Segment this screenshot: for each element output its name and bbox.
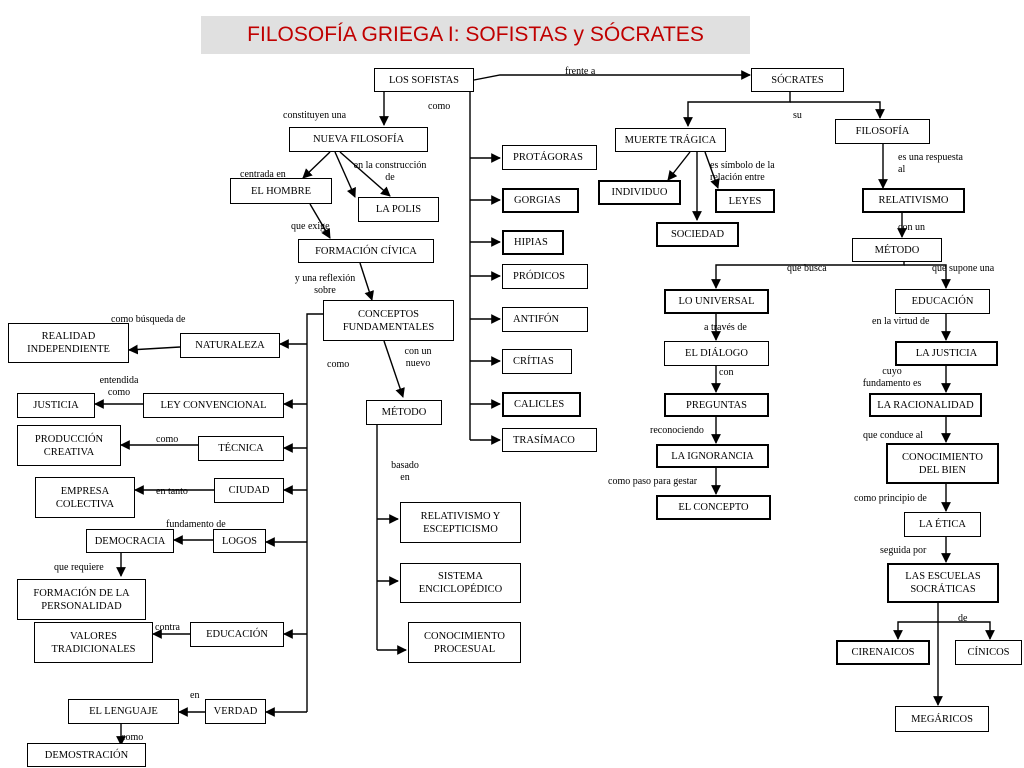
label-con-un: con un (898, 222, 925, 233)
node-sociedad: SOCIEDAD (656, 222, 739, 247)
node-filosofia-socrates: FILOSOFÍA (835, 119, 930, 144)
node-conocimiento-del-bien: CONOCIMIENTO DEL BIEN (886, 443, 999, 484)
label-que-supone-una: que supone una (932, 263, 995, 274)
label-entendida-como: entendida como (99, 375, 139, 398)
label-en-la-virtud-de: en la virtud de (872, 316, 930, 327)
node-prodicos: PRÓDICOS (502, 264, 588, 289)
node-ciudad: CIUDAD (214, 478, 284, 503)
node-megaricos: MEGÁRICOS (895, 706, 989, 732)
node-empresa-colectiva: EMPRESA COLECTIVA (35, 477, 135, 518)
node-tecnica: TÉCNICA (198, 436, 284, 461)
node-conceptos-fundamentales: CONCEPTOS FUNDAMENTALES (323, 300, 454, 341)
label-en-la-construccion: en la construcción de (353, 160, 427, 183)
node-calicles: CALICLES (502, 392, 581, 417)
label-es-simbolo: es símbolo de la relación entre (710, 160, 775, 183)
node-educacion-socrates: EDUCACIÓN (895, 289, 990, 314)
node-sistema-enciclopedico: SISTEMA ENCICLOPÉDICO (400, 563, 521, 603)
label-que-requiere: que requiere (54, 562, 104, 573)
label-frente-a: frente a (565, 66, 596, 77)
node-verdad: VERDAD (205, 699, 266, 724)
label-constituyen-una: constituyen una (283, 110, 347, 121)
node-cinicos: CÍNICOS (955, 640, 1022, 665)
node-formacion-personalidad: FORMACIÓN DE LA PERSONALIDAD (17, 579, 146, 620)
link-sofistas-socrates (473, 70, 751, 81)
node-demostracion: DEMOSTRACIÓN (27, 743, 146, 767)
node-formacion-civica: FORMACIÓN CÍVICA (298, 239, 434, 263)
label-de: de (958, 613, 968, 624)
node-realidad-independiente: REALIDAD INDEPENDIENTE (8, 323, 129, 363)
label-en-tanto: en tanto (156, 486, 188, 497)
label-su: su (793, 110, 802, 121)
label-reconociendo: reconociendo (650, 425, 704, 436)
node-valores-tradicionales: VALORES TRADICIONALES (34, 622, 153, 663)
label-cuyo-fundamento: cuyo fundamento es (862, 366, 922, 389)
label-y-una-reflexion: y una reflexión sobre (294, 273, 356, 296)
label-como-busqueda-de: como búsqueda de (111, 314, 186, 325)
label-que-conduce-al: que conduce al (863, 430, 923, 441)
node-democracia: DEMOCRACIA (86, 529, 174, 553)
label-contra: contra (155, 622, 180, 633)
label-en: en (190, 690, 200, 701)
label-basado-en: basado en (391, 460, 419, 483)
node-el-dialogo: EL DIÁLOGO (664, 341, 769, 366)
node-metodo-sofistas: MÉTODO (366, 400, 442, 425)
node-hipias: HIPIAS (502, 230, 564, 255)
node-protagoras: PROTÁGORAS (502, 145, 597, 170)
label-que-exige: que exige (291, 221, 330, 232)
label-fundamento-de: fundamento de (166, 519, 226, 530)
label-como-mid: como (327, 359, 350, 370)
node-la-racionalidad: LA RACIONALIDAD (869, 393, 982, 417)
label-centrada-en: centrada en (240, 169, 286, 180)
label-como-paso-para-gestar: como paso para gestar (608, 476, 698, 487)
node-los-sofistas: LOS SOFISTAS (374, 68, 474, 92)
node-la-polis: LA POLIS (358, 197, 439, 222)
node-conocimiento-procesual: CONOCIMIENTO PROCESUAL (408, 622, 521, 663)
node-la-justicia: LA JUSTICIA (895, 341, 998, 366)
node-leyes: LEYES (715, 189, 775, 213)
node-antifon: ANTIFÓN (502, 307, 588, 332)
node-preguntas: PREGUNTAS (664, 393, 769, 417)
node-logos: LOGOS (213, 529, 266, 553)
node-trasimaco: TRASÍMACO (502, 428, 597, 452)
page-title: FILOSOFÍA GRIEGA I: SOFISTAS y SÓCRATES (201, 16, 750, 54)
node-el-hombre: EL HOMBRE (230, 178, 332, 204)
node-relativismo-escepticismo: RELATIVISMO Y ESCEPTICISMO (400, 502, 521, 543)
node-el-lenguaje: EL LENGUAJE (68, 699, 179, 724)
node-escuelas-socraticas: LAS ESCUELAS SOCRÁTICAS (887, 563, 999, 603)
node-educacion-sofistas: EDUCACIÓN (190, 622, 284, 647)
label-es-una-respuesta: es una respuesta al (898, 152, 963, 175)
label-con: con (719, 367, 734, 378)
node-naturaleza: NATURALEZA (180, 333, 280, 358)
node-relativismo: RELATIVISMO (862, 188, 965, 213)
label-que-busca: que busca (787, 263, 827, 274)
node-socrates: SÓCRATES (751, 68, 844, 92)
label-como-tecnica: como (156, 434, 179, 445)
label-como-bottom: como (121, 732, 144, 743)
node-el-concepto: EL CONCEPTO (656, 495, 771, 520)
node-lo-universal: LO UNIVERSAL (664, 289, 769, 314)
node-muerte-tragica: MUERTE TRÁGICA (615, 128, 726, 152)
node-individuo: INDIVIDUO (598, 180, 681, 205)
label-a-traves-de: a través de (704, 322, 747, 333)
node-nueva-filosofia: NUEVA FILOSOFÍA (289, 127, 428, 152)
label-con-un-nuevo: con un nuevo (404, 346, 432, 369)
node-critias: CRÍTIAS (502, 349, 572, 374)
node-cirenaicos: CIRENAICOS (836, 640, 930, 665)
node-justicia: JUSTICIA (17, 393, 95, 418)
label-seguida-por: seguida por (880, 545, 927, 556)
node-metodo-socrates: MÉTODO (852, 238, 942, 262)
node-gorgias: GORGIAS (502, 188, 579, 213)
node-ley-convencional: LEY CONVENCIONAL (143, 393, 284, 418)
label-como-principio-de: como principio de (854, 493, 927, 504)
node-la-ignorancia: LA IGNORANCIA (656, 444, 769, 468)
label-como-top: como (428, 101, 451, 112)
node-produccion-creativa: PRODUCCIÓN CREATIVA (17, 425, 121, 466)
node-la-etica: LA ÉTICA (904, 512, 981, 537)
